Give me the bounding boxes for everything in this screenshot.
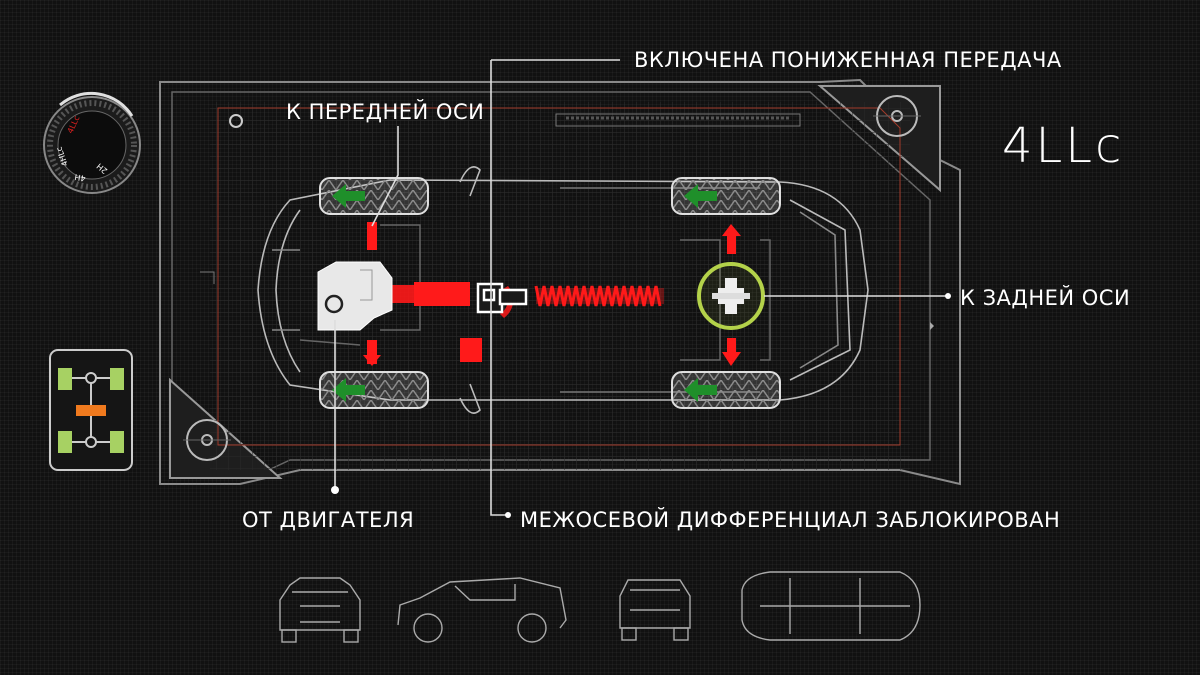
transfer-block bbox=[460, 338, 482, 362]
low-gear-label: ВКЛЮЧЕНА ПОНИЖЕННАЯ ПЕРЕДАЧА bbox=[634, 48, 1062, 72]
corner-disc-top-right bbox=[873, 95, 921, 137]
reference-rear-view bbox=[619, 579, 691, 641]
rear-propshaft bbox=[534, 285, 662, 307]
from-engine-label: ОТ ДВИГАТЕЛЯ bbox=[242, 508, 415, 532]
wheel-front-left bbox=[319, 177, 429, 215]
dial-position-4h: 4H bbox=[74, 172, 87, 183]
callout-dot-diff bbox=[505, 512, 511, 518]
front-down-arrow-icon bbox=[363, 355, 381, 366]
wheel-arrow-front-right-icon bbox=[332, 378, 365, 402]
transmission-output bbox=[414, 282, 470, 306]
transmission-output-2 bbox=[388, 285, 414, 303]
transfer-selector-dial bbox=[43, 91, 141, 194]
small-marker-circle bbox=[229, 114, 243, 128]
corner-disc-bottom-left bbox=[183, 419, 231, 461]
callout-dot-rear bbox=[945, 293, 951, 299]
wheel-arrow-rear-right-icon bbox=[684, 378, 717, 402]
front-axle-label: К ПЕРЕДНЕЙ ОСИ bbox=[286, 100, 485, 124]
rear-differential bbox=[697, 262, 765, 330]
side-marker-icon bbox=[930, 322, 934, 330]
center-diff-label: МЕЖОСЕВОЙ ДИФФЕРЕНЦИАЛ ЗАБЛОКИРОВАН bbox=[520, 508, 1061, 532]
platform-frame bbox=[159, 78, 961, 486]
wheel-rear-right bbox=[671, 371, 781, 409]
front-shaft-bottom bbox=[367, 340, 377, 364]
wheel-arrow-front-left-icon bbox=[332, 184, 365, 208]
callout-dot-engine bbox=[331, 486, 339, 494]
reference-top-view bbox=[741, 571, 921, 641]
rear-shaft-top bbox=[727, 232, 736, 254]
rear-down-arrow-icon bbox=[722, 352, 741, 366]
left-bracket-mark bbox=[200, 271, 215, 284]
wheel-arrow-rear-left-icon bbox=[684, 184, 717, 208]
reference-side-view bbox=[397, 577, 567, 643]
callout-lines bbox=[334, 59, 948, 516]
wheel-front-right bbox=[319, 371, 429, 409]
transfer-case bbox=[476, 282, 528, 314]
engine-block bbox=[317, 261, 393, 331]
wheel-rear-left bbox=[671, 177, 781, 215]
front-shaft-top bbox=[367, 222, 377, 250]
drive-mode-indicator: 4LLc bbox=[1002, 118, 1125, 174]
rear-shaft-bottom bbox=[727, 338, 736, 356]
reference-front-view bbox=[279, 577, 361, 643]
rear-axle-label: К ЗАДНЕЙ ОСИ bbox=[960, 286, 1131, 310]
rear-up-arrow-icon bbox=[722, 224, 741, 236]
car-body-outline bbox=[257, 166, 869, 414]
drivetrain-diagram-icon bbox=[49, 349, 133, 471]
